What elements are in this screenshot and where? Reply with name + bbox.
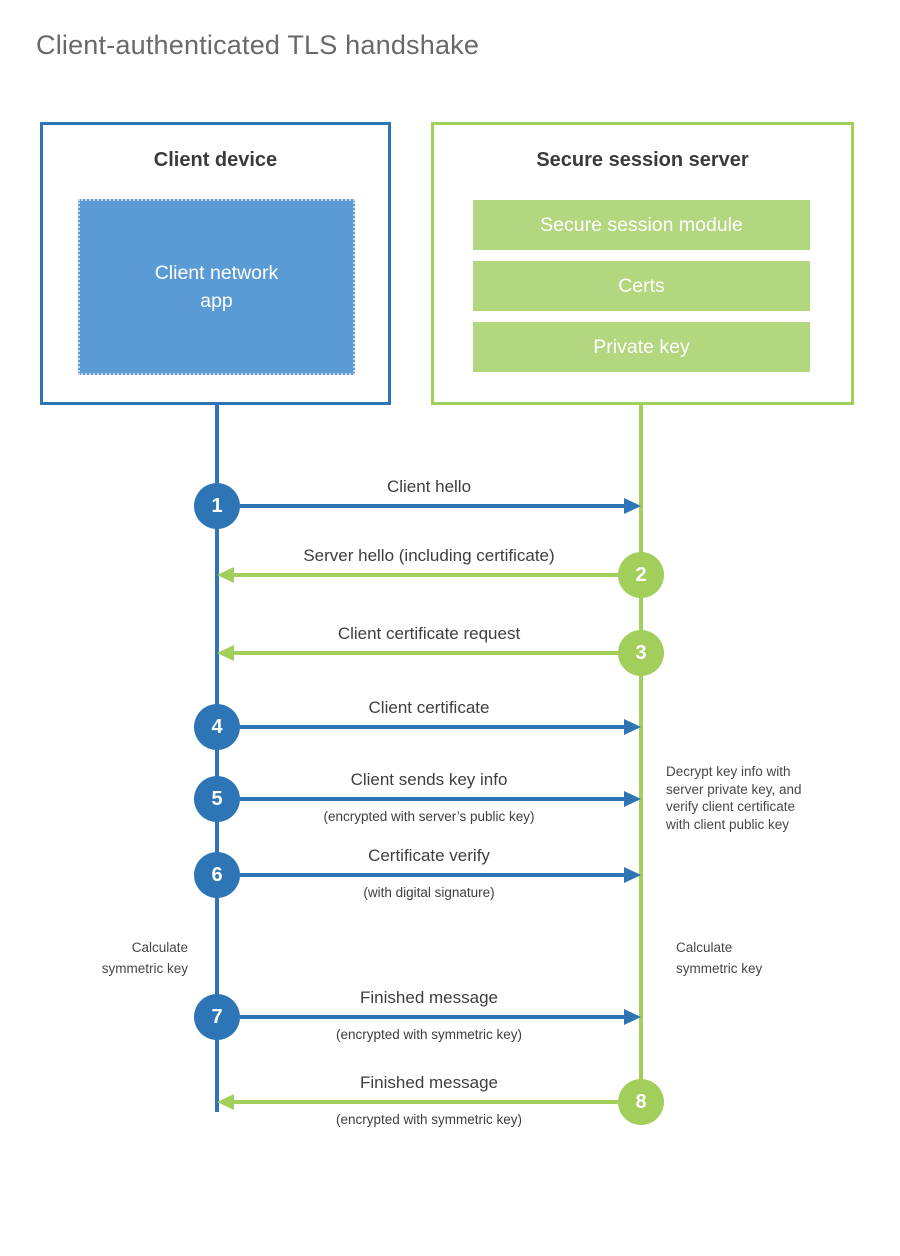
flow-label: Finished message (360, 988, 498, 1007)
arrowhead-left-icon (217, 645, 234, 661)
flow-sublabel: (encrypted with symmetric key) (335, 1112, 523, 1127)
flow-number-badge: 3 (618, 630, 664, 676)
server-decrypt-note: Decrypt key info with server private key… (666, 764, 802, 832)
flow-label: Client certificate (368, 698, 490, 717)
flow-number-badge: 7 (194, 994, 240, 1040)
server-module-private-key: Private key (473, 322, 810, 372)
flow-label: Client certificate request (337, 624, 521, 643)
arrow-line (233, 1100, 618, 1104)
arrowhead-right-icon (624, 498, 641, 514)
diagram-title: Client-authenticated TLS handshake (36, 30, 480, 60)
flow-label: Client hello (386, 477, 472, 496)
flow-label: Client sends key info (350, 770, 508, 789)
arrow-line (240, 725, 626, 729)
client-network-app-box: Client network app (78, 199, 355, 375)
flow-sublabel: (encrypted with symmetric key) (335, 1027, 523, 1042)
flow-label: Finished message (360, 1073, 498, 1092)
arrow-line (233, 651, 618, 655)
flow-number-badge: 2 (618, 552, 664, 598)
arrowhead-left-icon (217, 567, 234, 583)
server-module-secure-session: Secure session module (473, 200, 810, 250)
arrow-line (240, 797, 626, 801)
flow-number-badge: 6 (194, 852, 240, 898)
arrowhead-right-icon (624, 791, 641, 807)
server-lifeline (639, 404, 643, 1102)
arrowhead-right-icon (624, 1009, 641, 1025)
flow-number-badge: 4 (194, 704, 240, 750)
arrowhead-left-icon (217, 1094, 234, 1110)
flow-number-badge: 5 (194, 776, 240, 822)
server-title: Secure session server (536, 149, 749, 171)
arrowhead-right-icon (624, 719, 641, 735)
flow-number-badge: 8 (618, 1079, 664, 1125)
server-module-certs: Certs (473, 261, 810, 311)
flow-sublabel: (with digital signature) (363, 885, 495, 900)
client-device-title: Client device (153, 149, 278, 171)
calculate-symmetric-key-client: Calculate symmetric key (101, 940, 188, 976)
arrow-line (240, 1015, 626, 1019)
arrowhead-right-icon (624, 867, 641, 883)
flow-label: Certificate verify (368, 846, 490, 865)
arrow-line (240, 873, 626, 877)
arrow-line (240, 504, 626, 508)
client-lifeline (215, 404, 219, 1112)
flow-label: Server hello (including certificate) (303, 546, 555, 565)
flow-number-badge: 1 (194, 483, 240, 529)
flow-sublabel: (encrypted with server’s public key) (323, 809, 535, 824)
arrow-line (233, 573, 618, 577)
calculate-symmetric-key-server: Calculate symmetric key (676, 940, 763, 976)
